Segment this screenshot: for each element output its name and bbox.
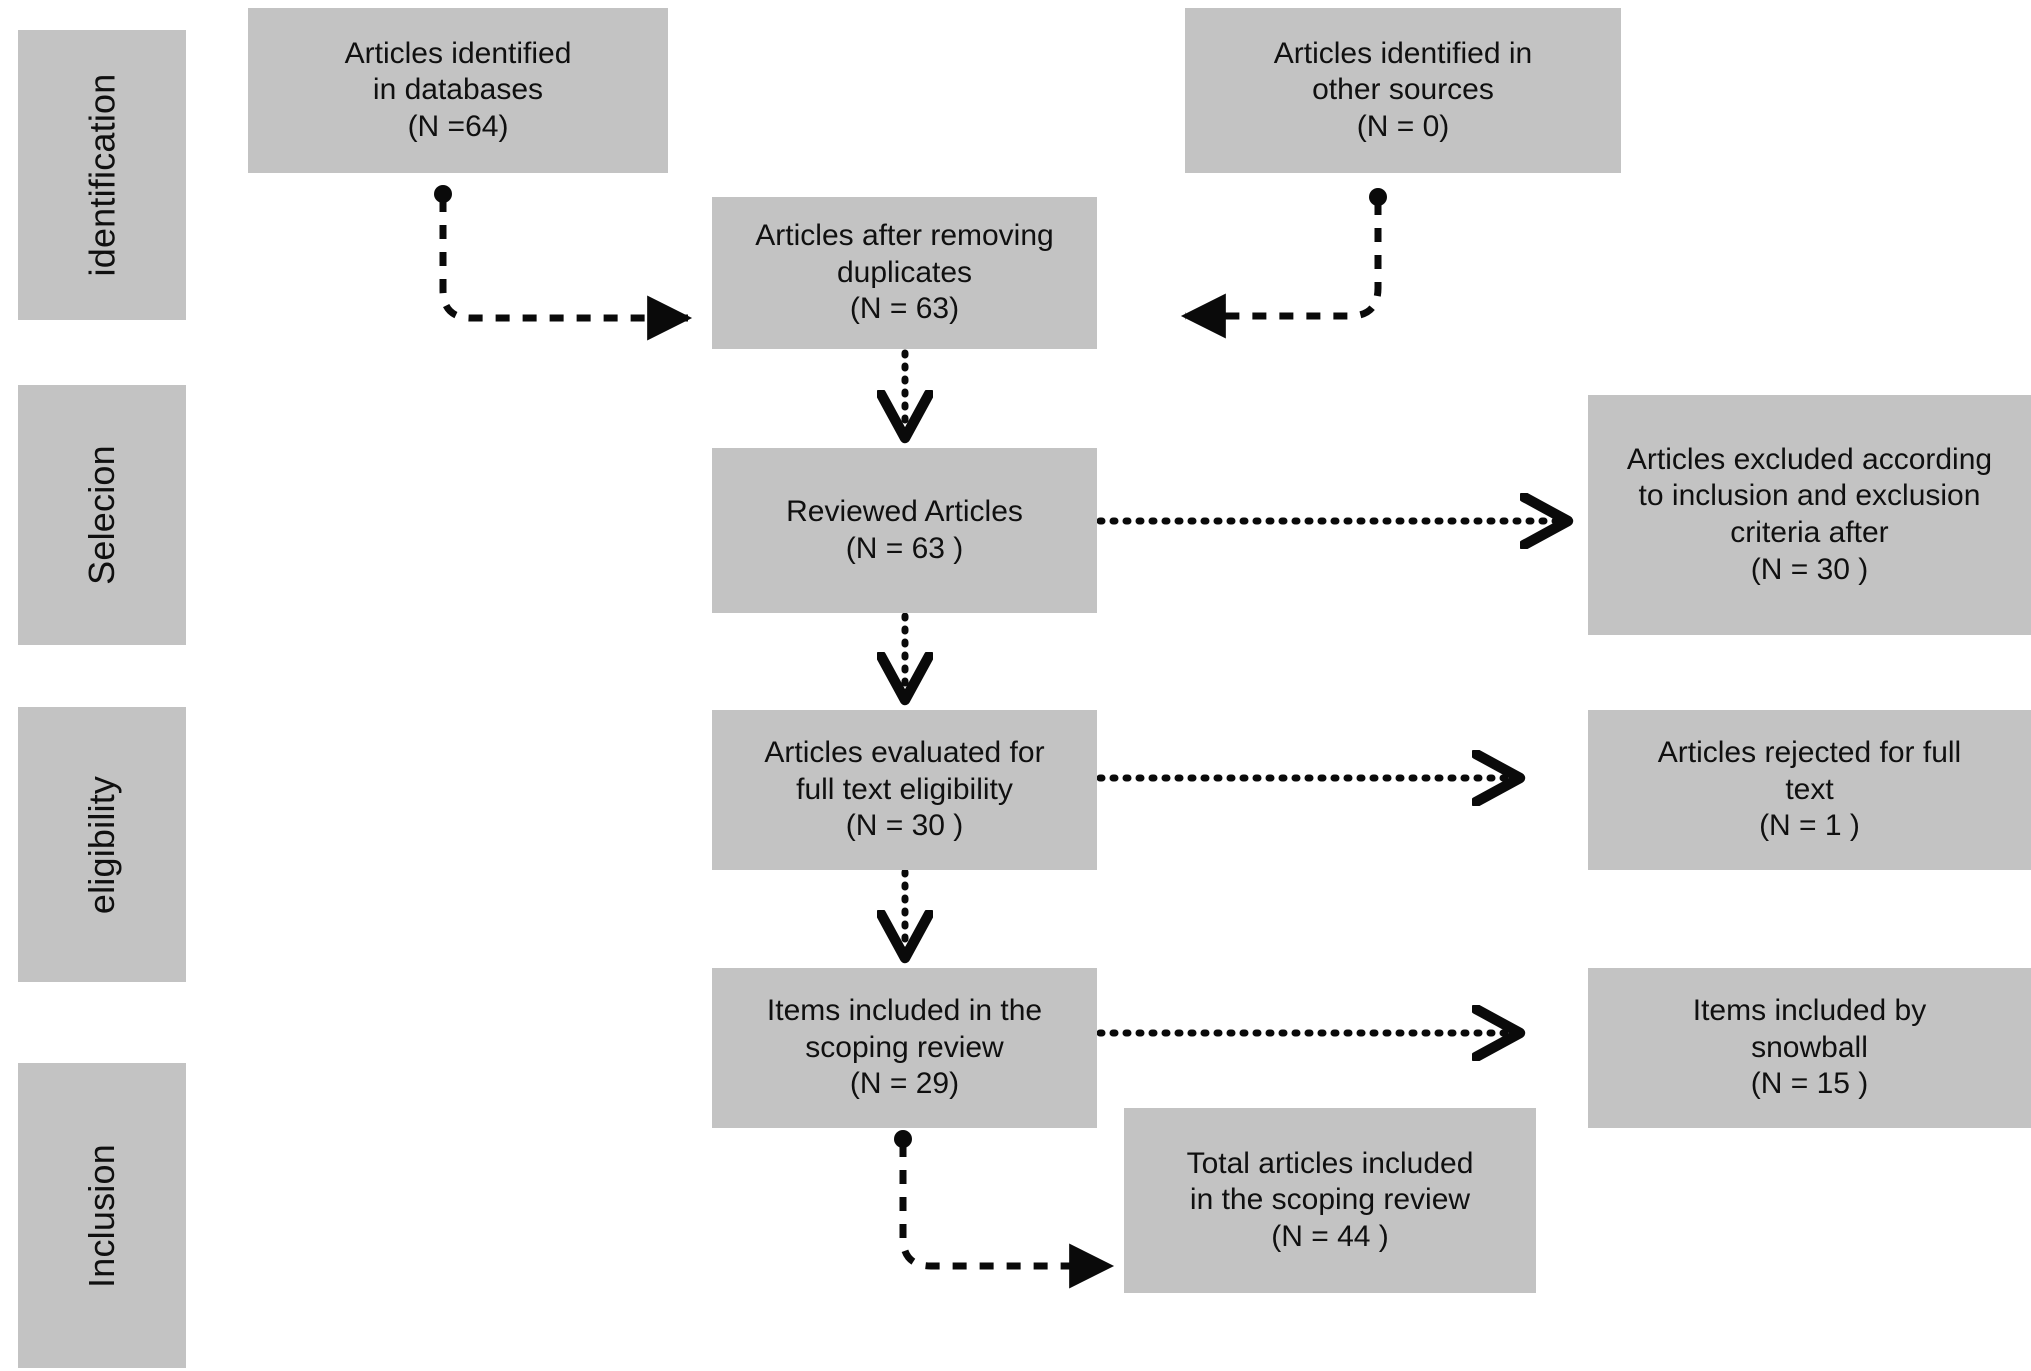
box-items-included-snowball: Items included by snowball (N = 15 ) [1588,968,2031,1128]
stage-label-identification-text: identification [81,73,122,277]
stage-label-eligibility: eligibility [18,707,186,982]
box-articles-excluded-criteria: Articles excluded according to inclusion… [1588,395,2031,635]
stage-label-inclusion: Inclusion [18,1063,186,1368]
stage-label-selection: Selecion [18,385,186,645]
stage-label-eligibility-text: eligibility [80,775,122,914]
connector-included-to-total [894,1130,1115,1289]
box-reviewed-articles: Reviewed Articles (N = 63 ) [712,448,1097,613]
box-articles-evaluated-full-text: Articles evaluated for full text eligibi… [712,710,1097,870]
box-articles-identified-other-sources: Articles identified in other sources (N … [1185,8,1621,173]
box-articles-after-removing-duplicates: Articles after removing duplicates (N = … [712,197,1097,349]
box-articles-rejected-full-text: Articles rejected for full text (N = 1 ) [1588,710,2031,870]
connector-other-sources-to-duplicates [1180,188,1387,339]
connector-databases-to-duplicates [434,185,693,341]
box-total-articles-included: Total articles included in the scoping r… [1124,1108,1536,1293]
stage-label-selection-text: Selecion [80,445,122,585]
box-articles-identified-databases: Articles identified in databases (N =64) [248,8,668,173]
box-items-included-scoping-review: Items included in the scoping review (N … [712,968,1097,1128]
stage-label-identification: identification [18,30,186,320]
stage-label-inclusion-text: Inclusion [80,1143,122,1288]
